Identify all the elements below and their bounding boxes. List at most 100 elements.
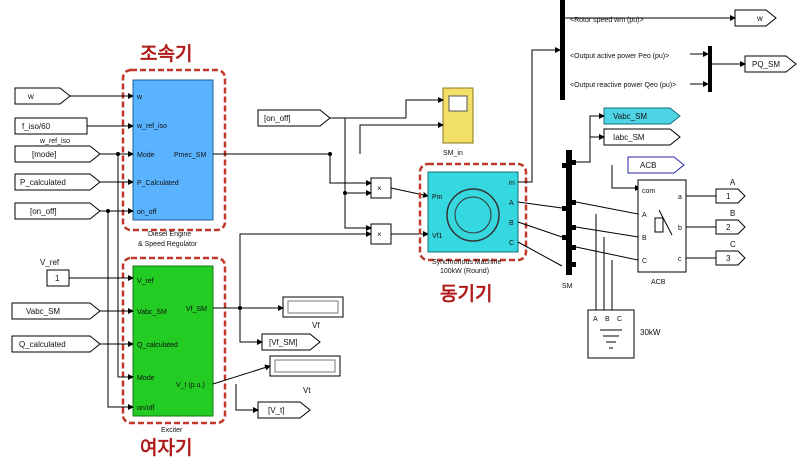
iabc-goto-label: Iabc_SM: [613, 133, 645, 142]
load-30kw-block[interactable]: A B C: [587, 309, 635, 359]
w-goto-block[interactable]: w: [734, 9, 777, 27]
acb-com-label: com: [642, 188, 655, 195]
input-w-label: w: [27, 92, 34, 101]
port-b-letter: B: [730, 209, 735, 218]
vt-goto-block[interactable]: [V_t]: [257, 401, 311, 419]
acb-label: ACB: [651, 279, 666, 286]
machine-port-vf: Vf1: [432, 233, 443, 240]
on-off-from-label: [on_off]: [264, 114, 291, 123]
machine-port-c: C: [509, 240, 514, 247]
exciter-output-wires: [212, 231, 372, 413]
sm-measurement-block[interactable]: [562, 150, 576, 275]
vf-display-label: Vf: [312, 321, 320, 330]
input-w-block[interactable]: w: [14, 87, 71, 105]
acb-goto-block[interactable]: ACB: [627, 156, 685, 174]
exciter-caption: Exciter: [161, 427, 183, 434]
input-mode-label: [mode]: [32, 150, 56, 159]
pq-sm-goto-label: PQ_SM: [752, 60, 780, 69]
acb-port-b-in: B: [642, 235, 647, 242]
governor-highlight: [121, 68, 227, 232]
machine-highlight: [418, 162, 528, 262]
engine-port-w: w: [136, 94, 143, 101]
port-a-letter: A: [730, 178, 736, 187]
vf-display-block[interactable]: [282, 296, 344, 318]
engine-caption-1: Diesel Engine: [148, 231, 191, 238]
acb-port-b-out: b: [678, 225, 682, 232]
on-off-from-block[interactable]: [on_off]: [257, 109, 331, 127]
machine-output-wires: [517, 113, 641, 267]
v-ref-label: V_ref: [40, 258, 60, 267]
machine-caption-1: Synchronous Machine: [432, 259, 501, 266]
machine-port-a: A: [509, 200, 514, 207]
port-2-label: 2: [726, 223, 731, 232]
port-c-letter: C: [730, 240, 736, 249]
exciter-block[interactable]: V_ref Vabc_SM Q_calculated Mode on/off V…: [132, 265, 214, 417]
input-mode-block[interactable]: [mode]: [14, 145, 101, 163]
exciter-highlight: [121, 256, 227, 425]
input-on-off-block[interactable]: [on_off]: [14, 202, 101, 220]
product-block-vf[interactable]: ×: [370, 223, 392, 245]
generator-korean-label: 동기기: [440, 283, 492, 305]
load-port-b: B: [605, 316, 610, 323]
input-p-calculated-label: P_calculated: [20, 178, 66, 187]
port-3-label: 3: [726, 254, 731, 263]
vf-goto-label: [Vf_SM]: [269, 338, 297, 347]
engine-port-mode: Mode: [137, 152, 155, 159]
acb-port-c-out: c: [678, 256, 682, 263]
vabc-sm-goto-block[interactable]: Vabc_SM: [603, 107, 681, 125]
input-f-iso-block[interactable]: f_iso/60: [14, 117, 88, 135]
engine-caption-2: & Speed Regulator: [138, 241, 198, 248]
exciter-port-qcalc: Q_calculated: [137, 342, 178, 349]
input-q-calculated-label: Q_calculated: [19, 340, 66, 349]
engine-port-pcalc: P_Calculated: [137, 180, 179, 187]
w-goto-label: w: [756, 14, 763, 23]
exciter-port-vf: Vf_SM: [186, 306, 207, 313]
bus-wires: [518, 15, 746, 183]
port-3-block[interactable]: 3: [715, 250, 746, 266]
machine-caption-2: 100kW (Round): [440, 268, 489, 275]
exciter-port-vt: V_t (p.u.): [176, 382, 205, 389]
machine-port-b: B: [509, 220, 514, 227]
bus-reactive-power: <Output reactive power Qeo (pu)>: [570, 82, 676, 89]
machine-port-m: m: [509, 180, 515, 187]
input-p-calculated-block[interactable]: P_calculated: [14, 173, 101, 191]
pq-sm-goto-block[interactable]: PQ_SM: [744, 55, 797, 73]
product-block-pm[interactable]: ×: [370, 177, 392, 199]
port-1-label: 1: [726, 192, 731, 201]
product-vf-symbol: ×: [377, 230, 382, 239]
v-ref-constant-block[interactable]: 1: [46, 269, 70, 287]
acb-port-a-in: A: [642, 212, 647, 219]
governor-korean-label: 조속기: [140, 43, 192, 65]
vt-goto-label: [V_t]: [268, 406, 284, 415]
vf-goto-block[interactable]: [Vf_SM]: [261, 333, 321, 351]
synchronous-machine-block[interactable]: Pm Vf1 m A B C: [427, 171, 519, 253]
iabc-sm-goto-block[interactable]: Iabc_SM: [603, 128, 681, 146]
v-ref-constant-value: 1: [55, 274, 60, 283]
input-q-calculated-block[interactable]: Q_calculated: [11, 335, 101, 353]
acb-port-c-in: C: [642, 258, 647, 265]
vt-display-label: Vt: [303, 386, 311, 395]
diesel-engine-block[interactable]: w w_ref_iso Mode P_Calculated on_off Pme…: [132, 79, 214, 221]
engine-input-wires: [70, 93, 134, 214]
port-1-block[interactable]: 1: [715, 188, 746, 204]
input-vabc-sm-block[interactable]: Vabc_SM: [11, 302, 101, 320]
engine-port-pmec: Pmec_SM: [174, 152, 206, 159]
acb-goto-label: ACB: [640, 161, 656, 170]
bus-rotor-speed: <Rotor speed wm (pu)>: [570, 17, 644, 24]
bus-selector-bar[interactable]: [560, 0, 565, 100]
acb-port-a-out: a: [678, 194, 682, 201]
engine-port-onoff: on_off: [137, 209, 156, 216]
port-2-block[interactable]: 2: [715, 219, 746, 235]
bus-active-power: <Output active power Peo (pu)>: [570, 53, 669, 60]
product-pm-symbol: ×: [377, 184, 382, 193]
input-f-iso-label: f_iso/60: [22, 122, 51, 131]
acb-breaker-block[interactable]: com A B C a b c: [637, 179, 687, 273]
exciter-port-mode: Mode: [137, 375, 155, 382]
vt-display-block[interactable]: [269, 355, 341, 377]
exciter-port-onoff: on/off: [137, 405, 154, 412]
exciter-port-vref: V_ref: [137, 278, 154, 285]
mux-bar[interactable]: [708, 46, 712, 92]
input-vabc-sm-label: Vabc_SM: [26, 307, 60, 316]
scope-sm-in-block[interactable]: [442, 87, 474, 144]
load-label: 30kW: [640, 328, 661, 337]
